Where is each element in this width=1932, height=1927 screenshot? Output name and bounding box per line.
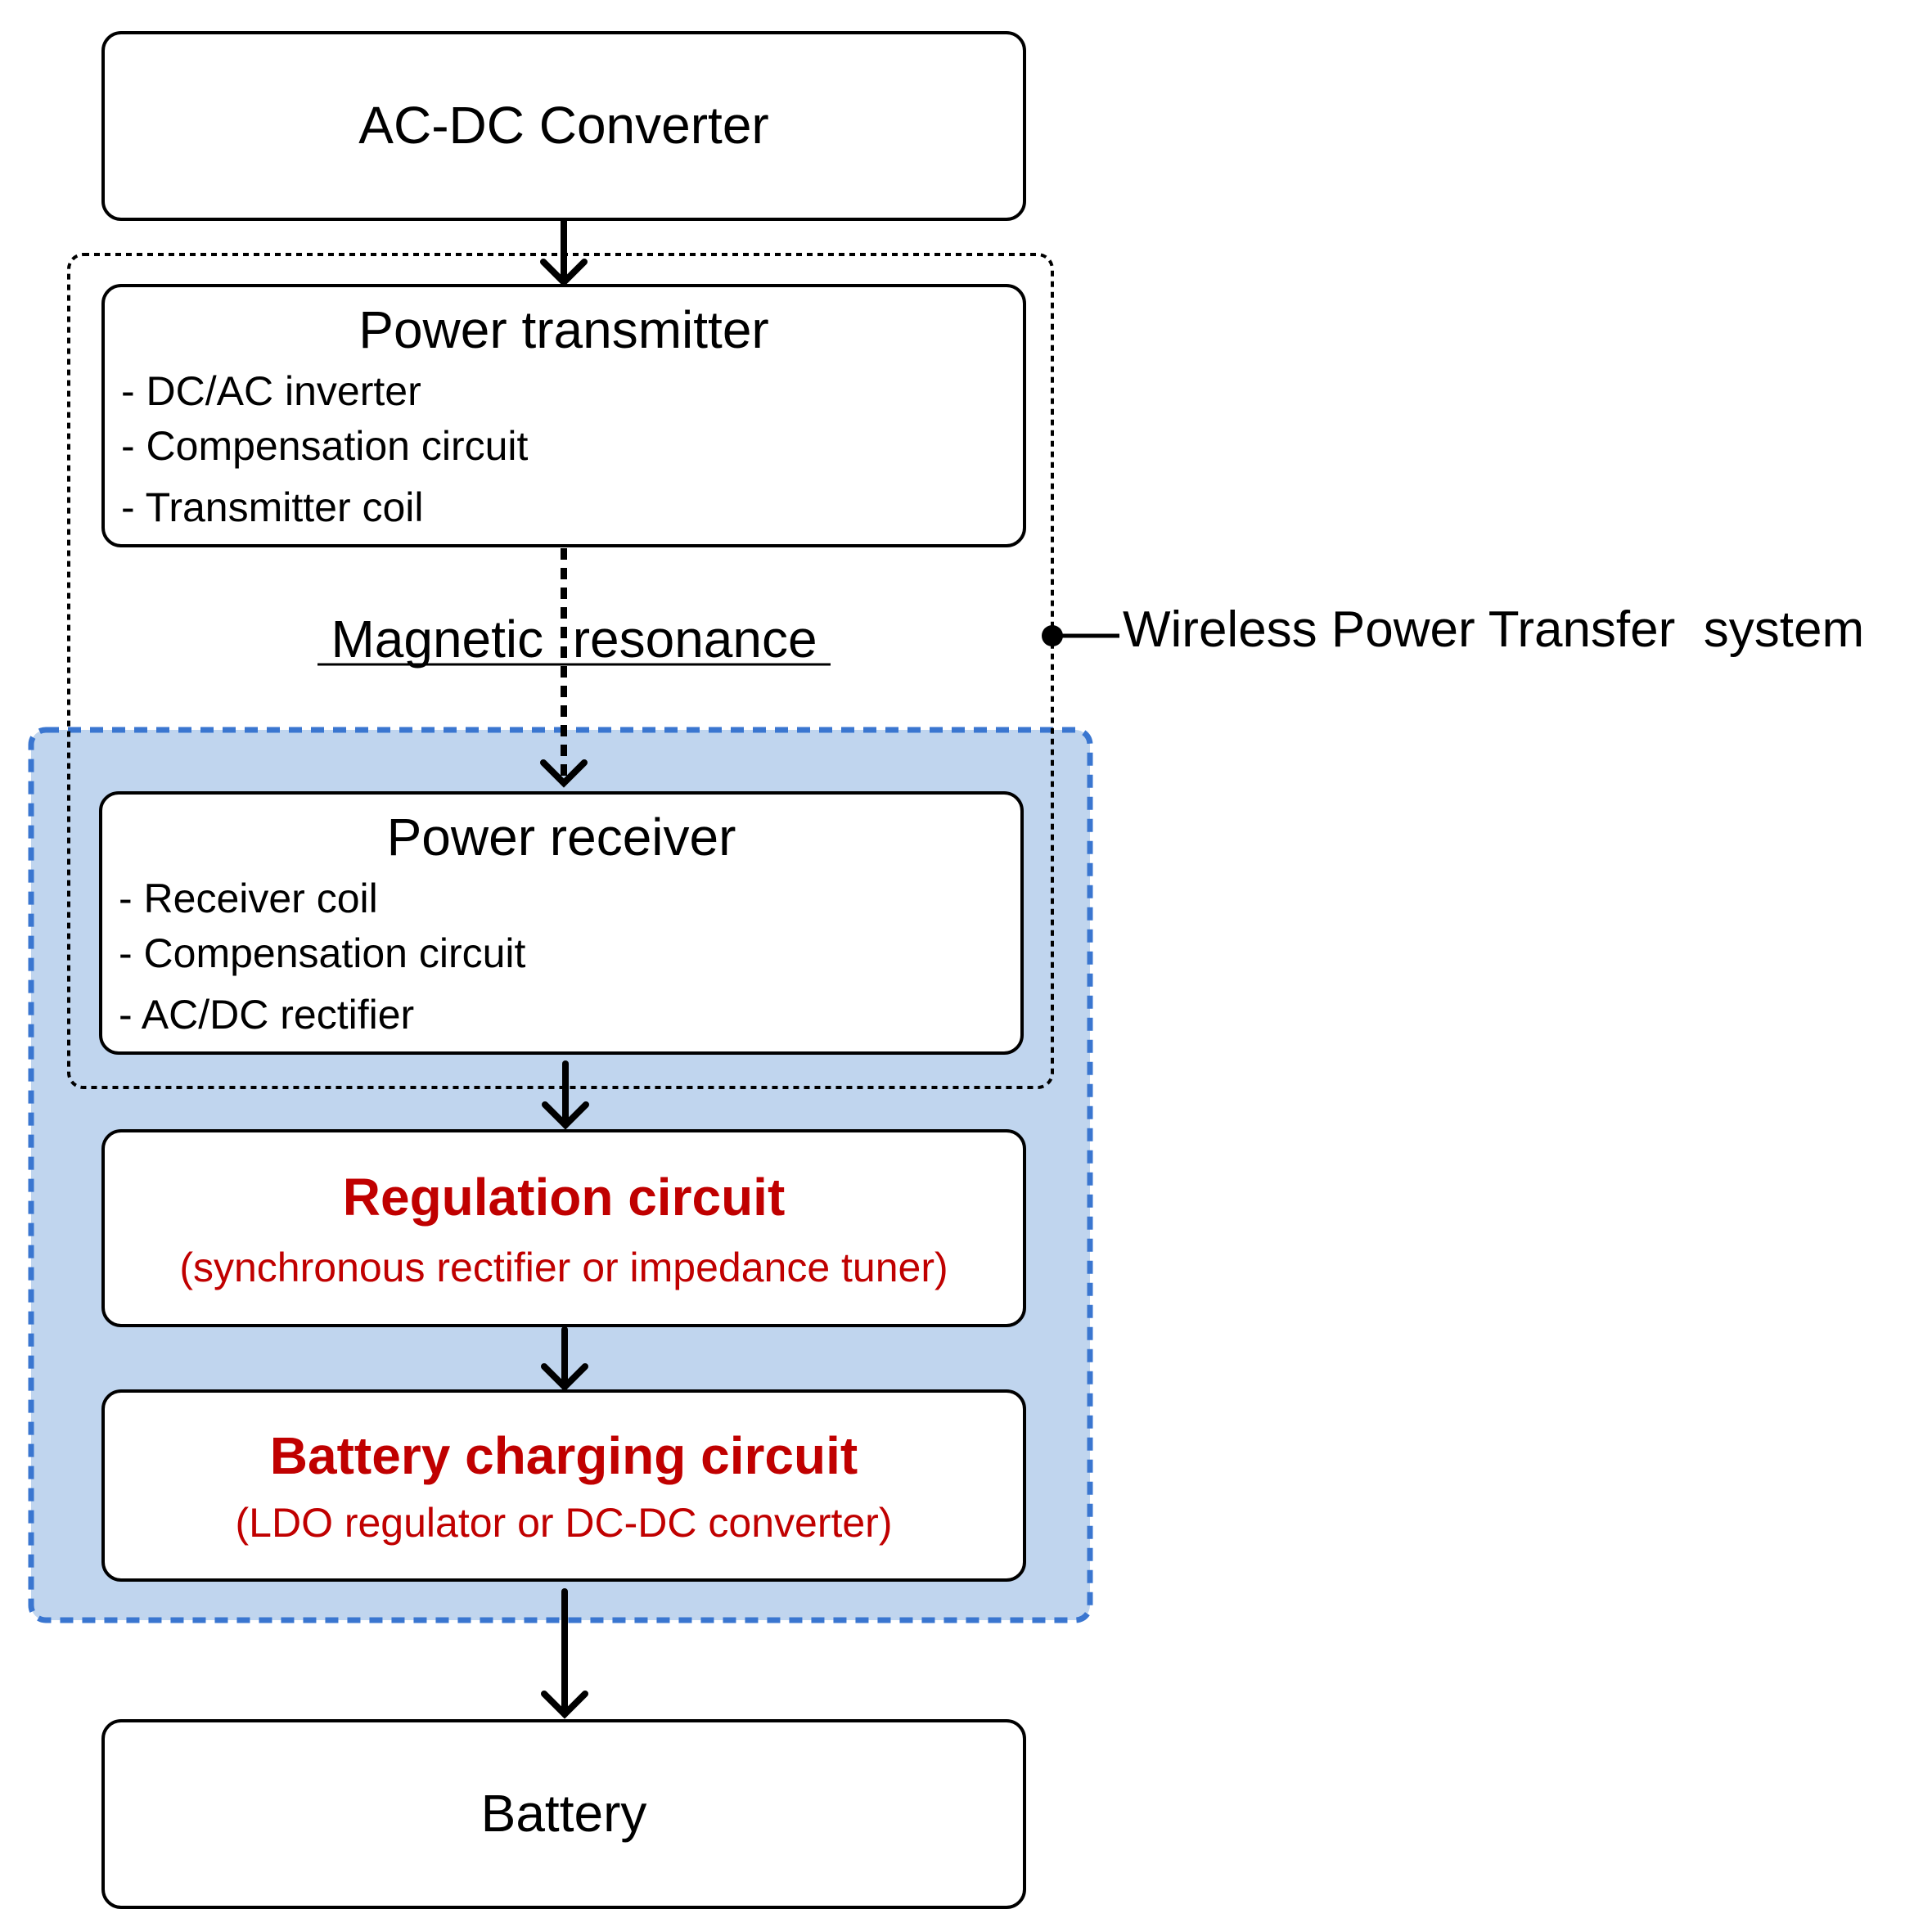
- receiver-item-coil: - Receiver coil: [119, 876, 378, 921]
- power-receiver-title: Power receiver: [386, 808, 736, 867]
- receiver-item-rectifier: - AC/DC rectifier: [119, 992, 415, 1038]
- magnetic-resonance-label: Magnetic resonance: [331, 610, 817, 669]
- transmitter-item-coil: - Transmitter coil: [121, 484, 424, 530]
- transmitter-item-inverter: - DC/AC inverter: [121, 368, 421, 414]
- arrow-magnetic-resonance: [540, 548, 588, 788]
- arrow-receiver-to-regulation: [542, 1060, 589, 1130]
- wpt-label-leader: [1042, 625, 1119, 646]
- power-transmitter-title: Power transmitter: [358, 300, 769, 359]
- transmitter-item-compensation: - Compensation circuit: [121, 423, 529, 469]
- battery-charging-circuit-subtitle: (LDO regulator or DC-DC converter): [235, 1500, 893, 1546]
- ac-dc-converter-block: AC-DC Converter: [101, 31, 1026, 221]
- ac-dc-converter-title: AC-DC Converter: [358, 96, 769, 155]
- wpt-system-label: Wireless Power Transfer system: [1123, 601, 1865, 658]
- arrow-charging-to-battery: [541, 1588, 588, 1719]
- power-receiver-block: Power receiver - Receiver coil - Compens…: [99, 791, 1024, 1055]
- battery-charging-circuit-block: Battery charging circuit (LDO regulator …: [101, 1389, 1026, 1582]
- battery-charging-circuit-title: Battery charging circuit: [269, 1426, 858, 1485]
- power-transmitter-block: Power transmitter - DC/AC inverter - Com…: [101, 284, 1026, 547]
- battery-block: Battery: [101, 1719, 1026, 1909]
- wpt-system-boundary: [67, 253, 1054, 1089]
- arrow-acdc-to-transmitter: [540, 218, 588, 287]
- regulation-circuit-title: Regulation circuit: [342, 1168, 786, 1227]
- battery-title: Battery: [480, 1784, 647, 1843]
- arrow-regulation-to-charging: [541, 1326, 588, 1392]
- regulation-circuit-subtitle: (synchronous rectifier or impedance tune…: [179, 1245, 948, 1290]
- regulation-circuit-block: Regulation circuit (synchronous rectifie…: [101, 1129, 1026, 1327]
- receiver-item-compensation: - Compensation circuit: [119, 930, 526, 976]
